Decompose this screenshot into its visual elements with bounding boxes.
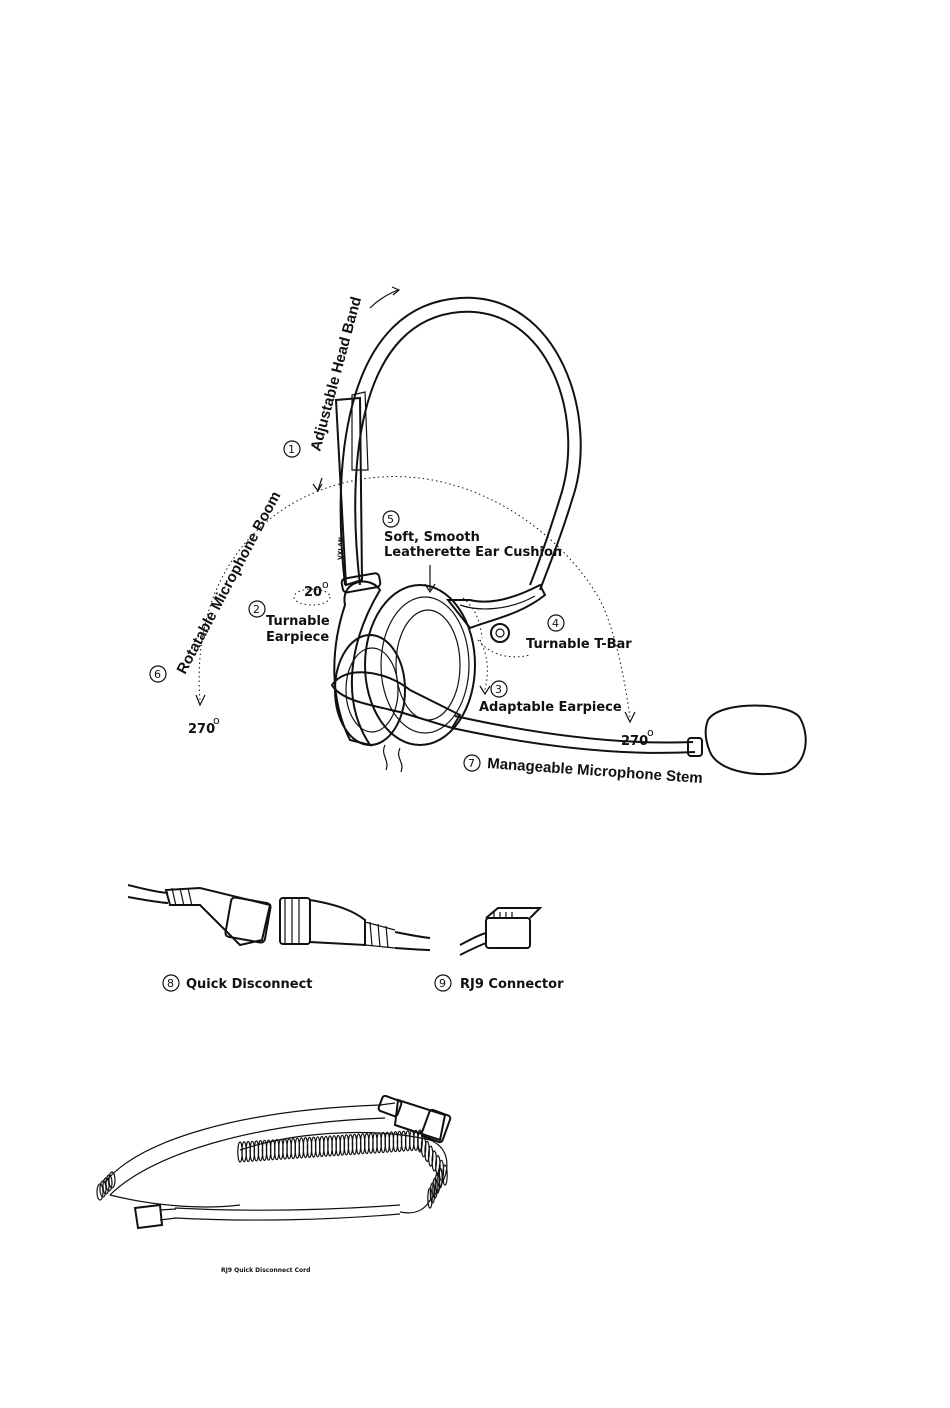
svg-text:Adaptable Earpiece: Adaptable Earpiece bbox=[479, 700, 622, 715]
svg-text:o: o bbox=[213, 714, 220, 727]
cord-caption: RJ9 Quick Disconnect Cord bbox=[221, 1267, 310, 1274]
svg-text:5: 5 bbox=[387, 513, 394, 526]
svg-text:2: 2 bbox=[253, 603, 260, 616]
quick-disconnect-illustration bbox=[128, 885, 430, 950]
svg-text:6: 6 bbox=[154, 668, 161, 681]
rj9-connector-illustration bbox=[460, 908, 540, 955]
svg-text:VXLAN: VXLAN bbox=[337, 537, 345, 560]
label-t-bar: 4 Turnable T-Bar bbox=[526, 615, 632, 652]
label-rj9-connector: 9 RJ9 Connector bbox=[435, 975, 564, 992]
microphone-foam bbox=[706, 706, 806, 775]
svg-text:7: 7 bbox=[468, 757, 475, 770]
svg-text:9: 9 bbox=[439, 977, 446, 990]
t-bar bbox=[448, 585, 545, 628]
svg-text:270: 270 bbox=[621, 734, 648, 749]
svg-text:Manageable Microphone Stem: Manageable Microphone Stem bbox=[487, 755, 704, 787]
svg-text:270: 270 bbox=[188, 722, 215, 737]
label-ear-cushion: 5 Soft, Smooth Leatherette Ear Cushion bbox=[383, 511, 562, 560]
svg-text:8: 8 bbox=[167, 977, 174, 990]
svg-text:o: o bbox=[647, 726, 654, 739]
label-turnable-earpiece: 2 Turnable Earpiece 20 o bbox=[249, 578, 330, 645]
coiled-cord-illustration bbox=[97, 1095, 451, 1228]
svg-text:Turnable T-Bar: Turnable T-Bar bbox=[526, 637, 632, 652]
microphone-stem bbox=[455, 716, 693, 743]
svg-text:20: 20 bbox=[304, 585, 322, 600]
svg-text:3: 3 bbox=[495, 683, 502, 696]
t-bar-pivot bbox=[491, 624, 509, 642]
svg-text:Earpiece: Earpiece bbox=[266, 630, 329, 645]
svg-text:4: 4 bbox=[552, 617, 559, 630]
label-microphone-stem: 7 Manageable Microphone Stem bbox=[464, 755, 703, 787]
svg-text:Leatherette Ear Cushion: Leatherette Ear Cushion bbox=[384, 545, 562, 560]
label-headband: 1 Adjustable Head Band bbox=[284, 295, 365, 457]
label-adaptable-earpiece: 3 Adaptable Earpiece bbox=[479, 681, 622, 715]
svg-text:1: 1 bbox=[288, 443, 295, 456]
svg-text:o: o bbox=[322, 578, 329, 591]
label-quick-disconnect: 8 Quick Disconnect bbox=[163, 975, 313, 992]
svg-text:Rotatable Microphone Boom: Rotatable Microphone Boom bbox=[174, 489, 285, 677]
svg-text:Turnable: Turnable bbox=[266, 614, 330, 629]
svg-text:Adjustable Head Band: Adjustable Head Band bbox=[307, 295, 365, 453]
svg-text:Soft, Smooth: Soft, Smooth bbox=[384, 530, 480, 545]
svg-text:RJ9 Connector: RJ9 Connector bbox=[460, 977, 564, 992]
svg-text:Quick Disconnect: Quick Disconnect bbox=[186, 977, 313, 992]
